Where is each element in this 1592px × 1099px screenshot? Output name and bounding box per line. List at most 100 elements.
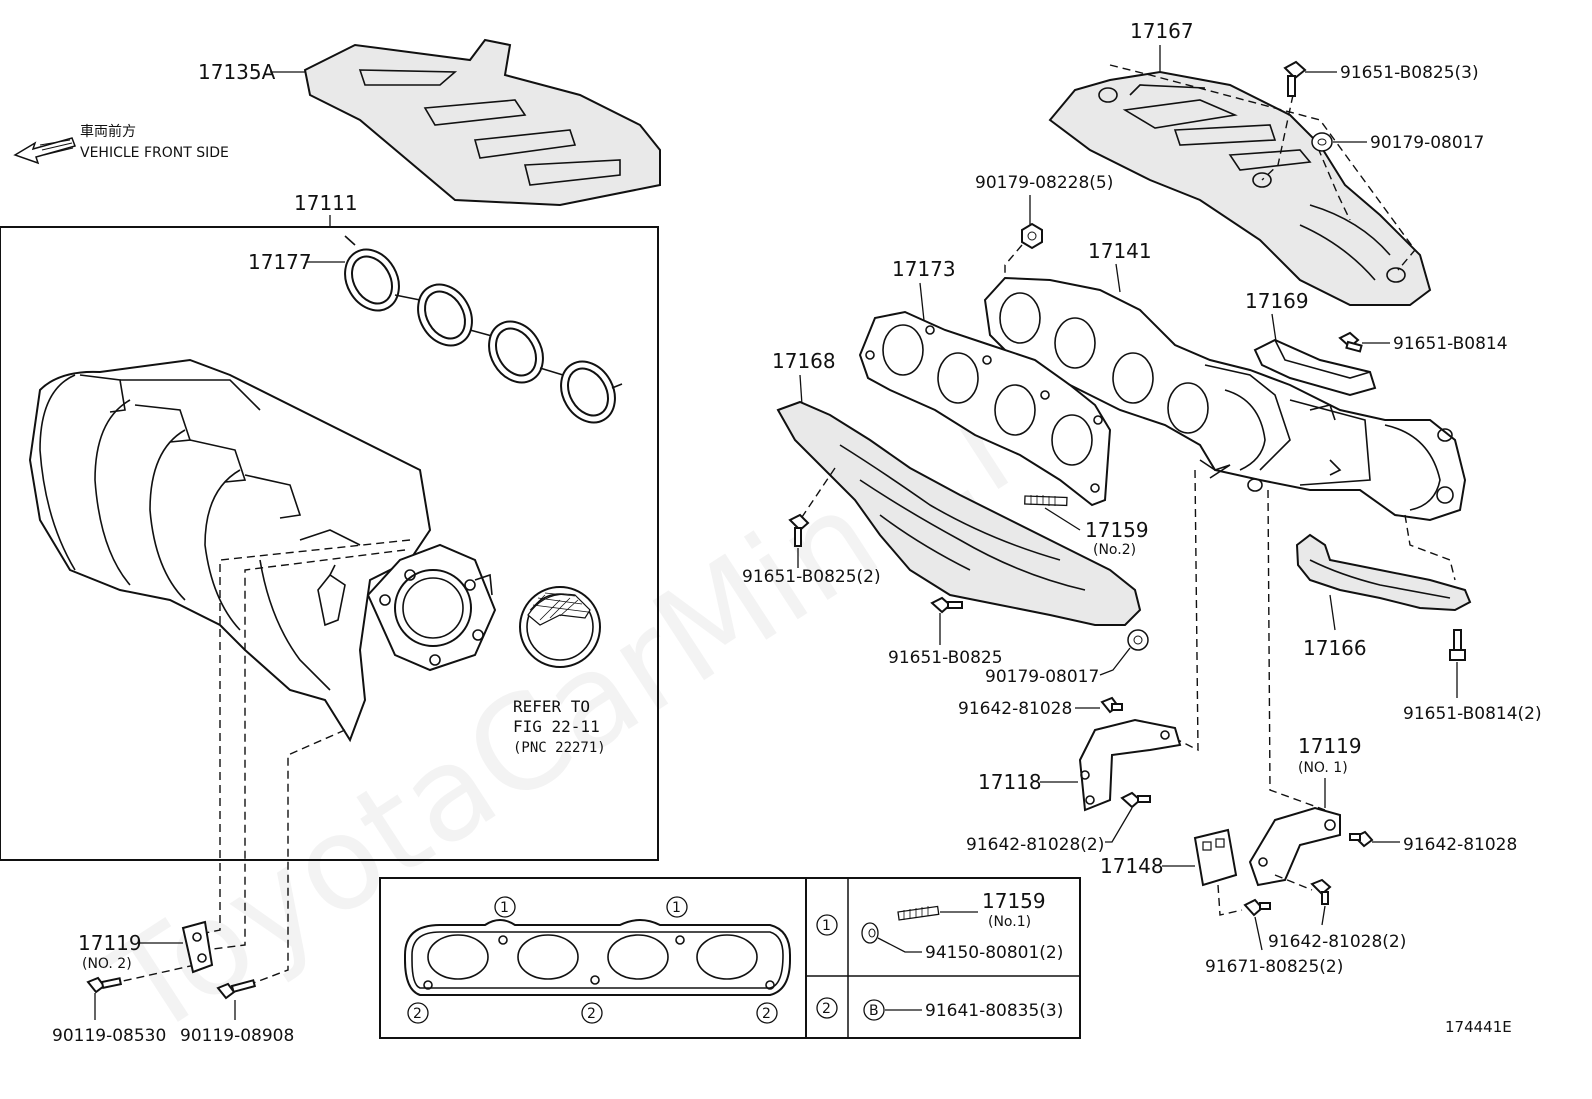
- refer-note-line3: (PNC 22271): [513, 740, 606, 756]
- marker-1-icon: 1: [494, 896, 516, 918]
- label-91651-b0825: 91651-B0825: [888, 648, 1003, 668]
- bolt-91651-b0814-icon: [1338, 331, 1363, 353]
- bolt-91642-81028-2a-icon: [1120, 791, 1151, 809]
- refer-note-line2: FIG 22-11: [513, 717, 600, 736]
- stud-17159-no1-icon: [897, 905, 940, 921]
- label-17118: 17118: [978, 770, 1042, 794]
- bolt-91651-b0825-icon: [1283, 60, 1307, 97]
- leader-dash: [1167, 469, 1199, 752]
- vehicle-front-jp: 車両前方: [80, 123, 136, 140]
- marker-2-icon: 2: [816, 997, 838, 1019]
- bolt-90119-08530-icon: [86, 976, 123, 994]
- label-17177: 17177: [248, 250, 312, 274]
- label-17159-no2: 17159: [1085, 518, 1149, 542]
- throttle-gasket-refer: [519, 586, 601, 668]
- marker-2-icon: 2: [756, 1002, 778, 1024]
- bolt-91651-b0814-2-icon: [1449, 629, 1466, 661]
- label-17166: 17166: [1303, 636, 1367, 660]
- leader-dash: [1267, 489, 1326, 811]
- intake-gasket-17177: [344, 235, 623, 424]
- exhaust-manifold-17141: [983, 276, 1467, 522]
- leader-dash: [104, 964, 196, 986]
- svg-text:1: 1: [822, 918, 831, 934]
- marker-2-icon: 2: [581, 1002, 603, 1024]
- bolt-91651-b0825-single-icon: [930, 596, 963, 614]
- label-91642-81028-2a: 91642-81028(2): [966, 835, 1104, 855]
- label-91651-b0825-3: 91651-B0825(3): [1340, 63, 1479, 83]
- heat-insulator-17167: [1048, 70, 1432, 306]
- nut-90179-08017-icon: [1311, 132, 1333, 152]
- label-17159-no1-sub: (No.1): [988, 914, 1031, 930]
- label-17119-no2: 17119: [78, 931, 142, 955]
- bracket-17119-no1: [1248, 806, 1341, 887]
- svg-text:2: 2: [762, 1006, 771, 1022]
- label-91671-80825-2: 91671-80825(2): [1205, 957, 1343, 977]
- svg-text:1: 1: [500, 900, 509, 916]
- label-17148: 17148: [1100, 854, 1164, 878]
- assembly-box-17111: [0, 226, 659, 861]
- nut-94150-icon: [861, 922, 879, 944]
- leader-dash: [1261, 94, 1294, 181]
- label-91642-81028-a: 91642-81028: [958, 699, 1072, 719]
- bracket-17118: [1078, 718, 1182, 812]
- label-17173: 17173: [892, 257, 956, 281]
- leader-dash: [1404, 514, 1456, 581]
- svg-text:2: 2: [413, 1006, 422, 1022]
- leader-dash: [1317, 147, 1351, 221]
- bolt-91671-80825-2-icon: [1243, 898, 1271, 917]
- intake-manifold: [28, 358, 432, 743]
- bolt-90119-08908-icon: [216, 979, 257, 1000]
- bolt-91642-81028-a-icon: [1100, 696, 1123, 714]
- label-17141: 17141: [1088, 239, 1152, 263]
- leader-dash: [1274, 874, 1313, 891]
- leader-dash: [1217, 884, 1243, 916]
- label-91651-b0814-2: 91651-B0814(2): [1403, 704, 1542, 724]
- label-17167: 17167: [1130, 19, 1194, 43]
- throttle-body-flange: [366, 543, 497, 672]
- bolt-91642-81028-b-icon: [1349, 830, 1374, 848]
- heat-insulator-17166: [1295, 533, 1472, 612]
- label-17169: 17169: [1245, 289, 1309, 313]
- engine-cover-17135a: [303, 38, 661, 207]
- label-94150-80801: 94150-80801(2): [925, 943, 1063, 963]
- svg-text:2: 2: [822, 1001, 831, 1017]
- label-17159-no2-sub: (No.2): [1093, 542, 1136, 558]
- gasket-legend-box: [379, 877, 1081, 1039]
- label-90179-08017-a: 90179-08017: [1370, 133, 1484, 153]
- svg-text:1: 1: [672, 900, 681, 916]
- label-17119-no1: 17119: [1298, 734, 1362, 758]
- label-91642-81028-2b: 91642-81028(2): [1268, 932, 1406, 952]
- svg-text:2: 2: [587, 1006, 596, 1022]
- marker-1-icon: 1: [816, 914, 838, 936]
- label-17111: 17111: [294, 191, 358, 215]
- label-90179-08228-5: 90179-08228(5): [975, 173, 1113, 193]
- label-17159-no1: 17159: [982, 889, 1046, 913]
- marker-1-icon: 1: [666, 896, 688, 918]
- bolt-b-symbol-icon: B: [863, 999, 885, 1021]
- label-91651-b0814: 91651-B0814: [1393, 334, 1508, 354]
- label-91642-81028-b: 91642-81028: [1403, 835, 1517, 855]
- label-91641-80835: 91641-80835(3): [925, 1001, 1063, 1021]
- vehicle-front-arrow-icon: [13, 137, 76, 165]
- label-91651-b0825-2: 91651-B0825(2): [742, 567, 881, 587]
- vehicle-front-en: VEHICLE FRONT SIDE: [80, 145, 229, 161]
- bracket-17148: [1193, 828, 1238, 887]
- label-90179-08017-b: 90179-08017: [985, 667, 1099, 687]
- leader-dash: [799, 467, 836, 521]
- nut-90179-08228-icon: [1021, 222, 1043, 250]
- nut-90179-08017-b-icon: [1127, 629, 1149, 651]
- exhaust-gasket-17173: [858, 310, 1112, 507]
- refer-note-line1: REFER TO: [513, 697, 590, 716]
- heat-insulator-17168: [776, 400, 1142, 626]
- bolt-91651-b0825-2-icon: [788, 513, 810, 547]
- bracket-17169: [1253, 338, 1377, 397]
- figure-id: 174441E: [1445, 1018, 1512, 1036]
- bracket-17119-no2: [181, 920, 214, 974]
- stud-17159-no2-icon: [1024, 495, 1068, 507]
- marker-2-icon: 2: [407, 1002, 429, 1024]
- leader-dash: [234, 729, 346, 991]
- leader-dash: [1109, 64, 1416, 271]
- label-17168: 17168: [772, 349, 836, 373]
- bolt-91642-81028-2b-icon: [1310, 878, 1332, 905]
